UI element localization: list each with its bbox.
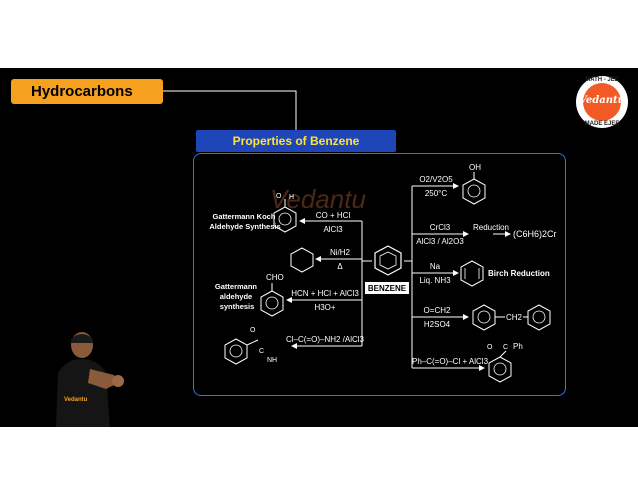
svg-text:C: C xyxy=(259,348,264,355)
lr1-reagent-top: CO + HCl xyxy=(316,211,351,220)
connector-lines xyxy=(163,90,297,130)
vedantu-logo: MATH - JEE Vedantu MADE EJEE xyxy=(576,76,628,128)
lr3-reagent-top: HCN + HCl + AlCl3 xyxy=(291,289,359,298)
rr2-middle: Reduction xyxy=(473,223,509,232)
rr1-reagent-top: O2/V2O5 xyxy=(419,175,453,184)
presenter-figure: Vedantu xyxy=(56,332,124,427)
video-frame: Hydrocarbons Properties of Benzene MATH … xyxy=(0,68,638,427)
topic-title: Hydrocarbons xyxy=(31,83,133,100)
cyclohexane-structure xyxy=(290,247,314,273)
ph-label: Ph xyxy=(513,342,523,351)
phenol-structure: OH xyxy=(462,163,486,205)
benzaldehyde-structure: O H xyxy=(273,193,297,233)
rr4-reagent-top: O=CH2 xyxy=(424,306,451,315)
phenol-oh: OH xyxy=(469,163,481,172)
presenter-video: Vedantu xyxy=(52,331,124,427)
lr3-reagent-bottom: H3O+ xyxy=(314,303,335,312)
rr4-reagent-bottom: H2SO4 xyxy=(424,320,451,329)
watermark-text: Vedantu xyxy=(270,184,366,214)
logo-disc xyxy=(583,83,621,121)
rr2-reagent-bottom: AlCl3 / Al2O3 xyxy=(416,237,464,246)
dibenzene-chromium: (C6H6)2Cr xyxy=(513,229,557,239)
diphenylmethane-structure: CH2 xyxy=(472,304,551,331)
benzophenone-structure: O C Ph xyxy=(487,342,523,383)
gattermann-koch-name: Gattermann Koch Aldehyde Synthesis xyxy=(209,212,280,231)
cho-benzene-structure: CHO xyxy=(260,273,284,317)
rr5-reagent-top: Ph–C(=O)–Cl + AlCl3 xyxy=(412,357,489,366)
lr4-reagent-top: Cl–C(=O)–NH2 /AlCl3 xyxy=(286,335,365,344)
lr2-reagent-bottom: Δ xyxy=(337,262,343,271)
shirt-text: Vedantu xyxy=(64,397,88,403)
svg-text:C: C xyxy=(503,344,508,351)
reaction-diagram-frame xyxy=(193,153,566,396)
rr2-reagent-top: CrCl3 xyxy=(430,223,451,232)
reaction-diagram: Vedantu BENZENE xyxy=(209,163,557,383)
cho-label: CHO xyxy=(266,273,284,282)
svg-text:NH: NH xyxy=(267,357,277,364)
birch-reduction-label: Birch Reduction xyxy=(488,269,550,278)
rr3-reagent-bottom: Liq. NH3 xyxy=(419,276,451,285)
rr1-reagent-bottom: 250°C xyxy=(425,189,448,198)
lr2-reagent-top: Ni/H2 xyxy=(330,248,351,257)
gattermann-name: Gattermann aldehyde synthesis xyxy=(215,282,259,311)
logo-word: Vedantu xyxy=(579,95,625,106)
benzene-label: BENZENE xyxy=(368,284,407,293)
topic-title-tag: Hydrocarbons xyxy=(11,79,163,104)
lr1-reagent-bottom: AlCl3 xyxy=(323,225,343,234)
logo-bottom-text: MADE EJEE xyxy=(584,121,620,127)
svg-text:O: O xyxy=(250,327,256,334)
benzene-label-box xyxy=(365,282,409,294)
rr3-reagent-top: Na xyxy=(430,262,441,271)
benzamide-structure: O C NH xyxy=(224,327,277,365)
ch2-label: CH2 xyxy=(506,313,523,322)
svg-text:O: O xyxy=(276,193,282,200)
svg-text:O: O xyxy=(487,344,493,351)
section-title: Properties of Benzene xyxy=(232,134,360,148)
logo-top-text: MATH - JEE xyxy=(585,77,619,83)
benzene-center xyxy=(374,245,402,276)
birch-product-structure xyxy=(460,260,484,287)
section-title-tag: Properties of Benzene xyxy=(196,130,396,152)
svg-text:H: H xyxy=(289,194,294,201)
